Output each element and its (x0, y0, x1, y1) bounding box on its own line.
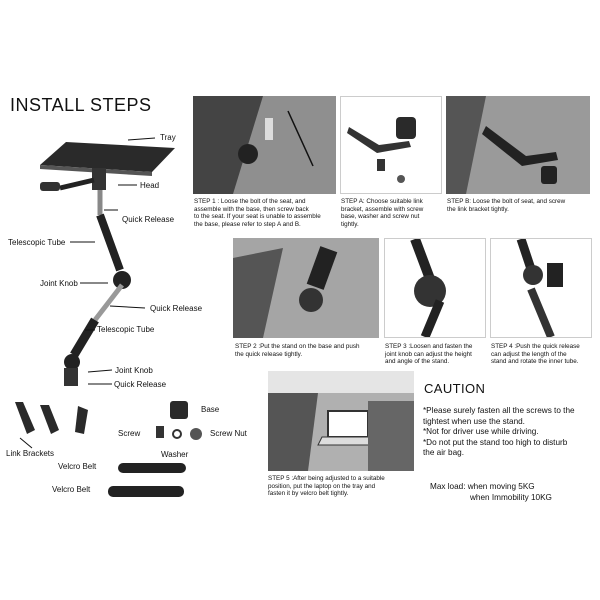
label-telescopic-tube-1: Telescopic Tube (8, 238, 66, 247)
label-quick-release-2: Quick Release (150, 304, 203, 313)
stepB-photo (446, 96, 590, 194)
head-shape (92, 168, 106, 190)
stand-diagram (15, 137, 202, 497)
label-screw: Screw (118, 429, 141, 438)
step4-photo (490, 238, 592, 338)
velcro-belt-1-shape (118, 463, 186, 473)
caution-item: the air bag. (423, 448, 464, 457)
tray-shape (40, 142, 175, 172)
step2-text: STEP 2 :Put the stand on the base and pu… (235, 343, 360, 358)
label-velcro-belt-1: Velcro Belt (58, 462, 97, 471)
max-load-moving: Max load: when moving 5KG (430, 482, 535, 491)
step3-photo (384, 238, 486, 338)
label-head: Head (140, 181, 160, 190)
label-link-brackets: Link Brackets (6, 449, 55, 458)
caution-item: *Not for driver use while driving. (423, 427, 539, 436)
label-screw-nut: Screw Nut (210, 429, 247, 438)
caution-list: *Please surely fasten all the screws to … (423, 406, 599, 459)
step5-text: STEP 5 :After being adjusted to a suitab… (268, 475, 385, 498)
label-quick-release-3: Quick Release (114, 380, 167, 389)
step1-text: STEP 1 : Loose the bolt of the seat, and… (194, 198, 321, 228)
label-quick-release-1: Quick Release (122, 215, 175, 224)
caution-item: tightest when use the stand. (423, 416, 525, 426)
caution-title: CAUTION (424, 381, 486, 396)
label-joint-knob-2: Joint Knob (115, 366, 153, 375)
base-part (170, 401, 188, 419)
joint-knob-shape (113, 271, 131, 289)
max-load-immobility: when Immobility 10KG (470, 493, 552, 502)
label-tray: Tray (160, 133, 176, 142)
label-base: Base (201, 405, 220, 414)
step2-photo (233, 238, 379, 338)
label-washer: Washer (161, 450, 189, 459)
step1-photo (193, 96, 336, 194)
label-joint-knob-1: Joint Knob (40, 279, 78, 288)
caution-item: *Please surely fasten all the screws to … (423, 406, 575, 415)
label-velcro-belt-2: Velcro Belt (52, 485, 91, 494)
caution-item: *Do not put the stand too high to distur… (423, 437, 568, 447)
label-telescopic-tube-2: Telescopic Tube (97, 325, 155, 334)
stepA-photo (340, 96, 442, 194)
velcro-belt-2-shape (108, 486, 184, 497)
stepB-text: STEP B: Loose the bolt of seat, and scre… (447, 198, 566, 213)
step5-photo (268, 371, 414, 471)
page-title: INSTALL STEPS (10, 95, 152, 115)
